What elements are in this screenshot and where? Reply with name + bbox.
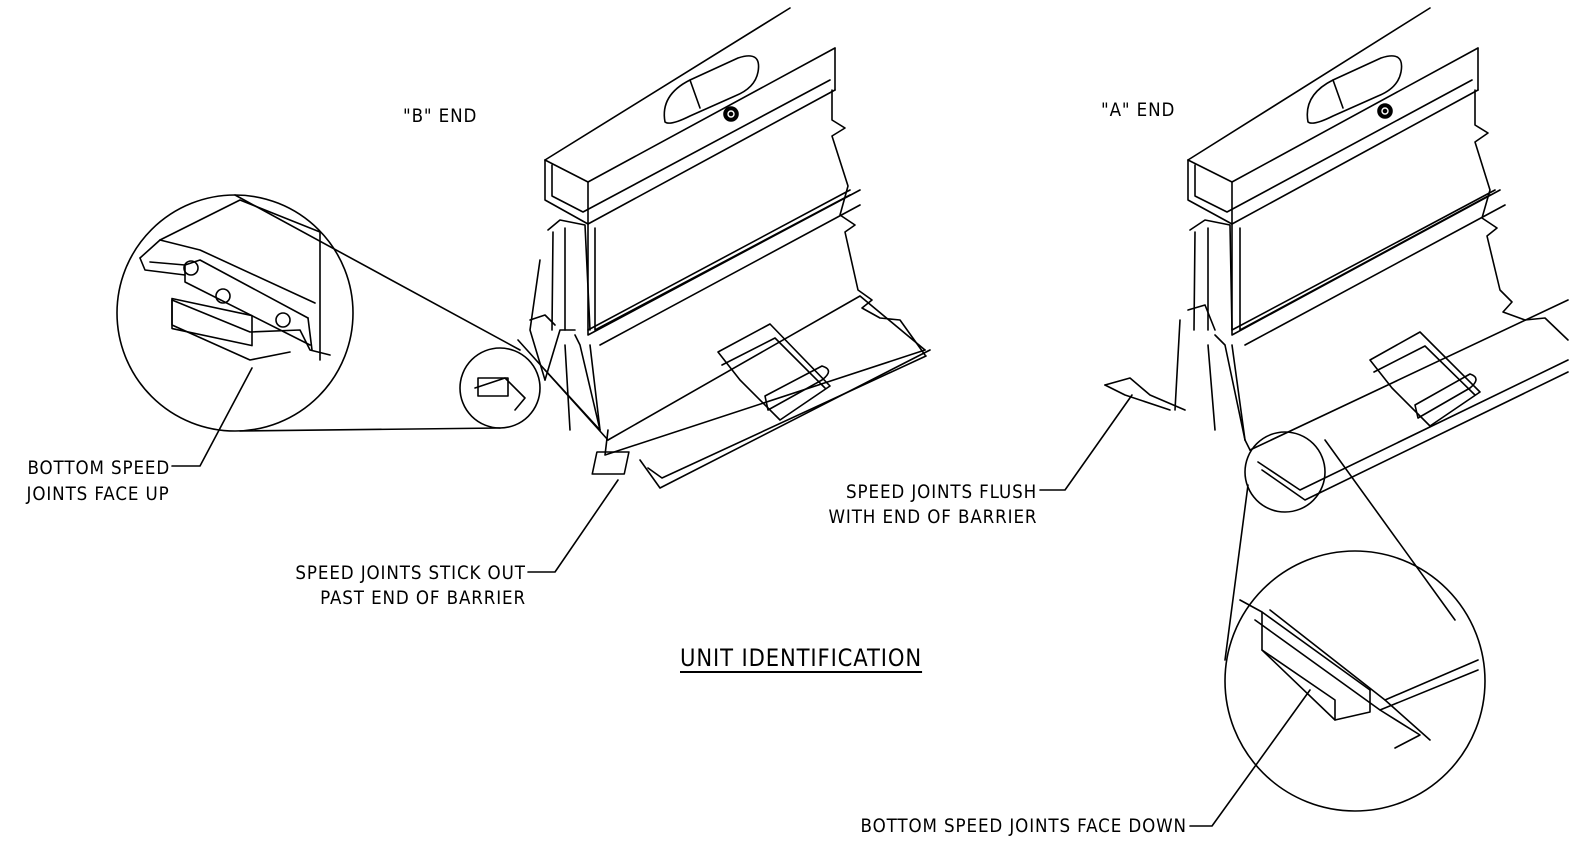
diagram-title: UNIT IDENTIFICATION [680,644,923,672]
a-top-slot [1306,55,1403,124]
a-forklift-pocket [1369,331,1481,427]
bottom-face-up-line1: BOTTOM SPEED [27,457,170,479]
b-top-slot [663,55,760,124]
barrier-a-end [1104,7,1569,501]
b-forklift-pocket [717,323,831,421]
a-break-line [1474,89,1569,341]
barrier-b-end [474,7,931,489]
face-down-label: BOTTOM SPEED JOINTS FACE DOWN [860,815,1187,837]
b-end-label: "B" END [403,105,478,127]
stick-out-line2: PAST END OF BARRIER [320,587,526,609]
stick-out-line1: SPEED JOINTS STICK OUT [295,562,526,584]
a-detail-circle-large [1224,550,1486,812]
leader-lines [171,367,1311,827]
b-detail-callout [116,194,541,432]
leader-bottom-face-up [171,367,253,467]
flush-line1: SPEED JOINTS FLUSH [845,481,1037,503]
b-bolt [723,106,739,122]
b-break-line [831,89,926,356]
b-detail-circle-small [459,347,541,429]
a-end-label: "A" END [1101,99,1176,121]
a-detail-circle-small [1244,431,1326,513]
a-detail-callout [1224,431,1486,812]
b-speed-joint-bottom [591,451,630,475]
a-bolt [1377,103,1393,119]
leader-flush [1039,394,1133,491]
a-end-post [1189,219,1233,331]
b-end-post [547,219,591,331]
flush-line2: WITH END OF BARRIER [828,506,1037,528]
bottom-face-up-line2: JOINTS FACE UP [26,483,170,505]
leader-face-down [1189,689,1311,827]
leader-stick-out [527,479,619,573]
b-top-rail [544,7,791,161]
